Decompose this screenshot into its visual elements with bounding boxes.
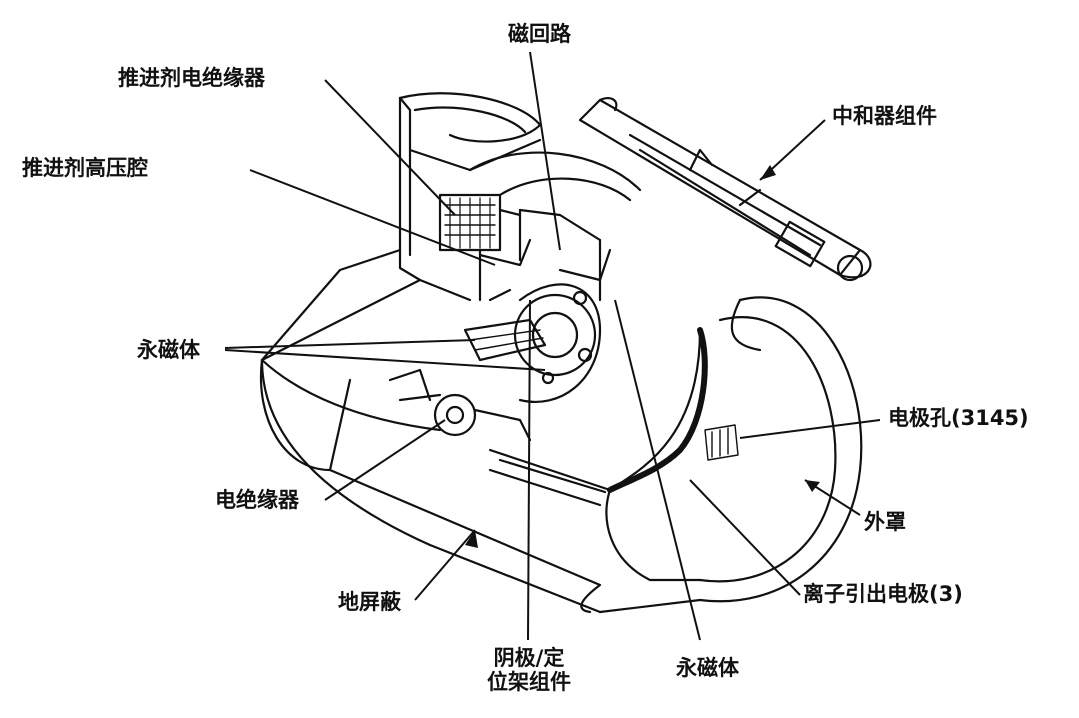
leader-propellant-plenum (249, 169, 496, 266)
leader-ground-shield (414, 529, 476, 601)
label-permanent-magnet-bottom: 永磁体 (676, 656, 739, 680)
label-electrical-insulator: 电绝缘器 (215, 488, 299, 512)
label-cathode-mount: 阴极/定 位架组件 (470, 646, 588, 694)
leader-arrowheads (465, 165, 820, 548)
cathode-mount-assembly (388, 368, 607, 507)
label-cathode-line-1: 阴极/定 (493, 646, 565, 670)
neutralizer-assembly (578, 96, 872, 282)
ground-shield-shell (259, 278, 602, 614)
ion-extraction-electrode-band (607, 327, 708, 493)
electrode-hole-pattern (704, 424, 739, 461)
leader-magnetic-circuit (529, 51, 561, 251)
label-ion-extraction-electrode: 离子引出电极(3) (803, 582, 963, 606)
label-outer-cover: 外罩 (864, 510, 906, 534)
leader-lines (224, 51, 881, 641)
leader-ion-extraction (689, 479, 801, 596)
label-propellant-plenum: 推进剂高压腔 (22, 156, 148, 180)
leader-magnet-bottom (614, 299, 701, 641)
label-electrode-holes: 电极孔(3145) (888, 406, 1029, 430)
leader-electrode-holes (739, 419, 881, 439)
label-ground-shield: 地屏蔽 (338, 590, 401, 614)
leader-electrical-insulator (324, 419, 446, 501)
permanent-magnet-cluster (463, 318, 547, 362)
label-permanent-magnet-left: 永磁体 (137, 338, 200, 362)
lower-rail (488, 448, 612, 492)
propellant-plenum-part (478, 238, 532, 302)
label-neutralizer-assembly: 中和器组件 (832, 104, 937, 128)
propellant-insulator-part (438, 193, 522, 302)
leader-cathode (527, 299, 531, 641)
label-magnetic-circuit: 磁回路 (508, 22, 571, 46)
leader-magnet-left-1 (224, 339, 476, 349)
leader-propellant-insulator (324, 79, 456, 216)
outer-cover-ring (598, 296, 863, 614)
discharge-chamber (468, 151, 642, 403)
rear-housing (260, 92, 542, 362)
leader-magnet-left-2 (224, 349, 546, 371)
label-cathode-line-2: 位架组件 (487, 670, 571, 695)
label-propellant-insulator: 推进剂电绝缘器 (118, 66, 265, 90)
